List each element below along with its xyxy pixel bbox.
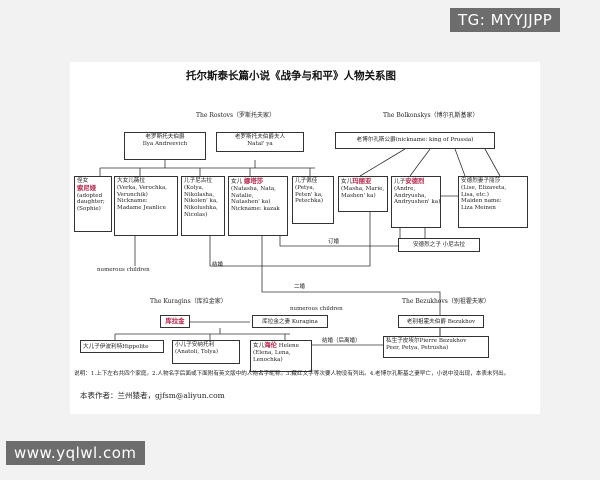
person-nikolai: 儿子尼古拉 (Kolya, Nikolasha, Nikolen' ka, Ni… — [181, 176, 225, 236]
link-marya — [359, 148, 406, 177]
person-helene: 女儿海伦 Helene (Elena, Lena, Lenochka) — [250, 340, 312, 372]
person-kuragin: 库拉金 — [160, 315, 190, 328]
person-count-rostov: 老罗斯托夫伯爵 Ilya Andreevich — [124, 132, 206, 160]
person-ippolit: 大儿子伊波利特Hippolite — [80, 340, 164, 353]
person-countess-rostov: 老罗斯托夫伯爵夫人 Natal' ya — [216, 132, 304, 152]
watermark-bottom: www.yqlwl.com — [6, 441, 145, 465]
link-old-extra — [484, 148, 501, 177]
person-anatole: 小儿子安纳托利 (Anatoli, Tolya) — [172, 340, 240, 364]
link-natasha-pierre — [261, 236, 441, 336]
person-sonya: 侄女 索尼娅 (adopted daughter; (Sophie) — [74, 176, 112, 232]
family-bolkonsky-label: The Bolkonskys（博尔孔斯基家） — [383, 112, 479, 119]
person-andrei-son: 安德烈之子 小尼古拉 — [398, 238, 480, 252]
author-credit: 本表作者：兰州猿者，gjfsm@aliyun.com — [80, 391, 225, 400]
link-lise — [454, 148, 466, 177]
family-bezukhov-label: The Bezukhovs（别祖霍夫家） — [402, 298, 490, 305]
link-natasha-andrei-engaged — [279, 228, 401, 247]
person-marya: 女儿玛丽亚 (Masha, Marie, Mashen' ka) — [338, 176, 388, 212]
footnote: 说明：1.上下左右共四个家庭。2.人物名字后面或下面附有英文版中的人物名字昵称。… — [74, 371, 510, 377]
person-kuragina: 库拉金之妻 Kuragina — [252, 315, 328, 328]
family-kuragin-label: The Kuragins（库拉金家） — [150, 298, 227, 305]
label-married-divorced: 结婚（后离婚） — [322, 338, 361, 344]
family-rostov-label: The Rostovs（罗斯托夫家） — [196, 112, 276, 119]
person-old-bezukhov: 老别祖霍夫伯爵 Bezukhov — [398, 315, 484, 328]
person-andrei: 儿子安德烈 (Andre, Andryusha, Andryushen' ka) — [391, 176, 441, 228]
diagram-title: 托尔斯泰长篇小说《战争与和平》人物关系图 — [186, 70, 396, 82]
label-vera-children: numerous children — [97, 267, 150, 273]
label-second-marriage: 二婚 — [294, 284, 306, 290]
link-andrei — [409, 148, 431, 177]
person-vera: 大女儿薇拉 (Verka, Verochka, Verunchik) Nickn… — [114, 176, 178, 236]
link-nikolai-marya-married — [209, 210, 371, 267]
person-petya: 儿子佩佳 (Petya, Peten' ka, Petechka) — [292, 176, 334, 224]
label-helene-children: numerous children — [290, 306, 343, 312]
label-engaged: 订婚 — [328, 239, 340, 245]
person-natasha: 女儿 娜塔莎 (Natasha, Nata, Natalie, Natashen… — [228, 176, 288, 236]
label-married: 结婚 — [212, 262, 224, 268]
person-lise: 安德烈妻子丽莎 (Lise, Elizaveta, Lisa, etc.) Ma… — [458, 176, 528, 228]
watermark-top: TG: MYYJJPP — [450, 8, 561, 32]
person-pierre: 私生子皮埃尔Pierre Bezukhov Peer, Petya, Petru… — [383, 336, 489, 358]
person-old-bolkonsky: 老博尔孔斯公爵(nickname: king of Prussia) — [335, 132, 495, 149]
